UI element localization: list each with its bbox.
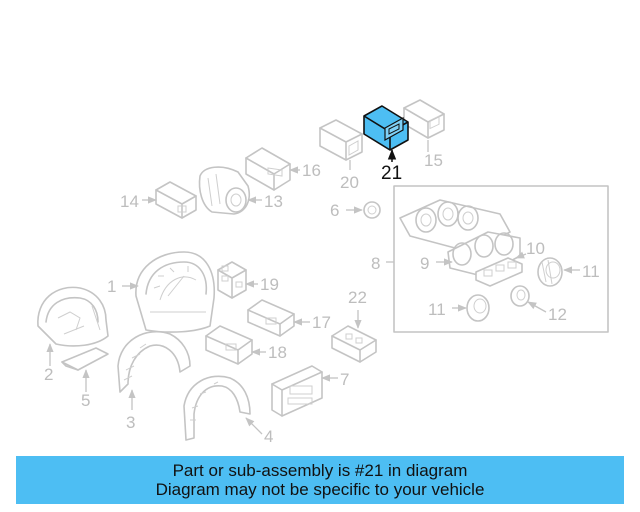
part-13-knob-housing [198,166,250,215]
callout-11b: 11 [428,300,446,319]
leader-12 [527,301,547,313]
callout-8: 8 [371,254,380,273]
leader-10 [515,251,527,259]
part-20-switch [319,119,363,161]
leader-4 [245,417,263,435]
part-11-knob-left [466,294,490,322]
part-7-panel [271,365,323,417]
part-16-switch [245,147,291,191]
part-3-cluster-hood [117,331,191,393]
part-4-arc-trim [183,375,251,441]
callout-7: 7 [340,370,349,389]
callout-1: 1 [107,277,116,296]
callout-21: 21 [381,163,402,184]
callout-15: 15 [424,151,443,170]
callout-20: 20 [340,173,359,192]
part-6-small-knob [363,201,381,219]
callout-13: 13 [264,192,283,211]
callout-22: 22 [348,288,367,307]
part-12-small-knob [510,285,530,307]
callout-10: 10 [526,239,545,258]
callout-17: 17 [312,313,331,332]
part-22-connector [331,325,377,363]
part-11-knob-right [537,257,563,287]
callout-19: 19 [260,275,279,294]
callout-11a: 11 [582,262,600,281]
callout-6: 6 [330,201,339,220]
part-19-switch [217,261,247,299]
callout-9: 9 [420,254,429,273]
banner-line-2: Diagram may not be specific to your vehi… [155,480,485,499]
info-banner: Part or sub-assembly is #21 in diagram D… [16,456,624,504]
callout-18: 18 [268,343,287,362]
part-2-shroud [37,286,109,347]
part-21-switch-highlighted [363,105,409,151]
callout-12: 12 [548,305,567,324]
callout-5: 5 [81,391,90,410]
part-15-switch [403,99,445,139]
assembly-8-box [393,185,609,333]
part-5-trim-panel [61,347,109,371]
part-17-switch [247,299,295,337]
callout-4: 4 [264,427,273,446]
callout-3: 3 [126,413,135,432]
part-18-switch [205,325,253,365]
part-1-instrument-cluster [135,251,216,333]
callout-2: 2 [44,365,53,384]
callout-16: 16 [302,161,321,180]
banner-line-1: Part or sub-assembly is #21 in diagram [172,461,468,480]
part-10-switch-strip [475,257,523,287]
part-14-connector [155,181,197,219]
callout-14: 14 [120,192,139,211]
